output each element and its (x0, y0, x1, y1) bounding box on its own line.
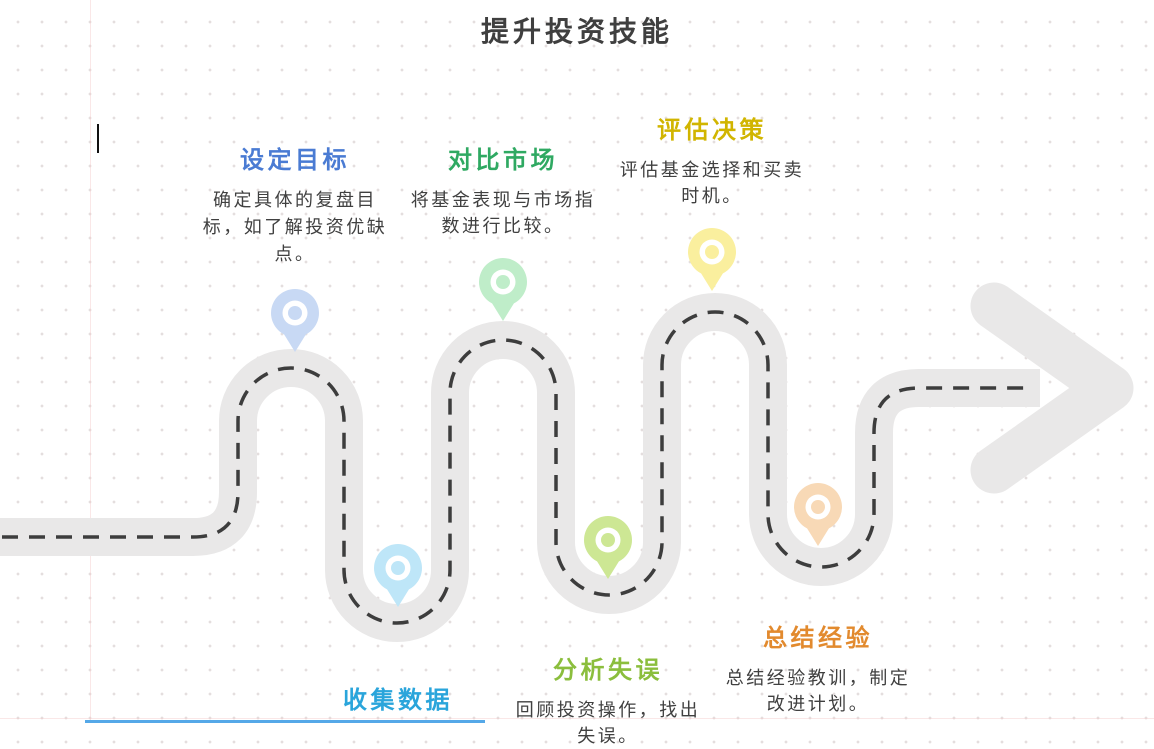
road-center-dashes (0, 310, 1030, 625)
map-pin-icon-6 (794, 483, 842, 546)
road-band (0, 293, 1040, 642)
milestone-block-compare-market: 对比市场 将基金表现与市场指 数进行比较。 (383, 140, 623, 239)
milestone-text-line: 确定具体的复盘目 (213, 190, 377, 210)
milestone-block-collect-data: 收集数据 (278, 680, 518, 727)
text-box-edge[interactable] (85, 720, 485, 723)
milestone-text-line: 回顾投资操作，找出 (515, 700, 701, 720)
margin-guide-vertical (90, 0, 91, 723)
milestone-label: 分析失误 (553, 658, 663, 684)
map-pin-icon-2 (374, 544, 422, 607)
milestone-text-line: 失误。 (577, 726, 639, 746)
page-title: 提升投资技能 (480, 17, 673, 48)
milestone-label: 评估决策 (657, 118, 767, 144)
milestone-text-line: 改进计划。 (766, 694, 870, 714)
milestone-label: 总结经验 (763, 626, 873, 652)
text-cursor (97, 124, 99, 153)
map-pin-icon-4 (584, 516, 632, 579)
milestone-block-set-goals: 设定目标 确定具体的复盘目 标，如了解投资优缺 点。 (175, 140, 415, 268)
roadmap-graphic (0, 228, 1134, 642)
map-pin-icon-1 (271, 289, 319, 352)
milestone-text-line: 标，如了解投资优缺 (202, 217, 388, 237)
milestone-label: 对比市场 (448, 148, 558, 174)
milestone-block-summarize-experience: 总结经验 总结经验教训，制定 改进计划。 (698, 618, 938, 717)
map-pin-icon-3 (479, 258, 527, 321)
milestone-text-line: 评估基金选择和买卖 (619, 160, 805, 180)
milestone-label: 设定目标 (240, 148, 350, 174)
milestone-text-line: 总结经验教训，制定 (725, 668, 911, 688)
milestone-text-line: 点。 (274, 244, 316, 264)
milestone-text-line: 将基金表现与市场指 (410, 190, 596, 210)
milestone-block-evaluate-decisions: 评估决策 评估基金选择和买卖 时机。 (592, 110, 832, 209)
milestone-label: 收集数据 (343, 688, 453, 714)
map-pin-icon-5 (688, 228, 736, 291)
milestone-text-line: 数进行比较。 (441, 216, 565, 236)
milestone-block-analyze-mistakes: 分析失误 回顾投资操作，找出 失误。 (488, 650, 728, 749)
milestone-text-line: 时机。 (681, 186, 743, 206)
margin-guide-horizontal (0, 718, 1154, 719)
road-arrow-icon (970, 282, 1134, 494)
